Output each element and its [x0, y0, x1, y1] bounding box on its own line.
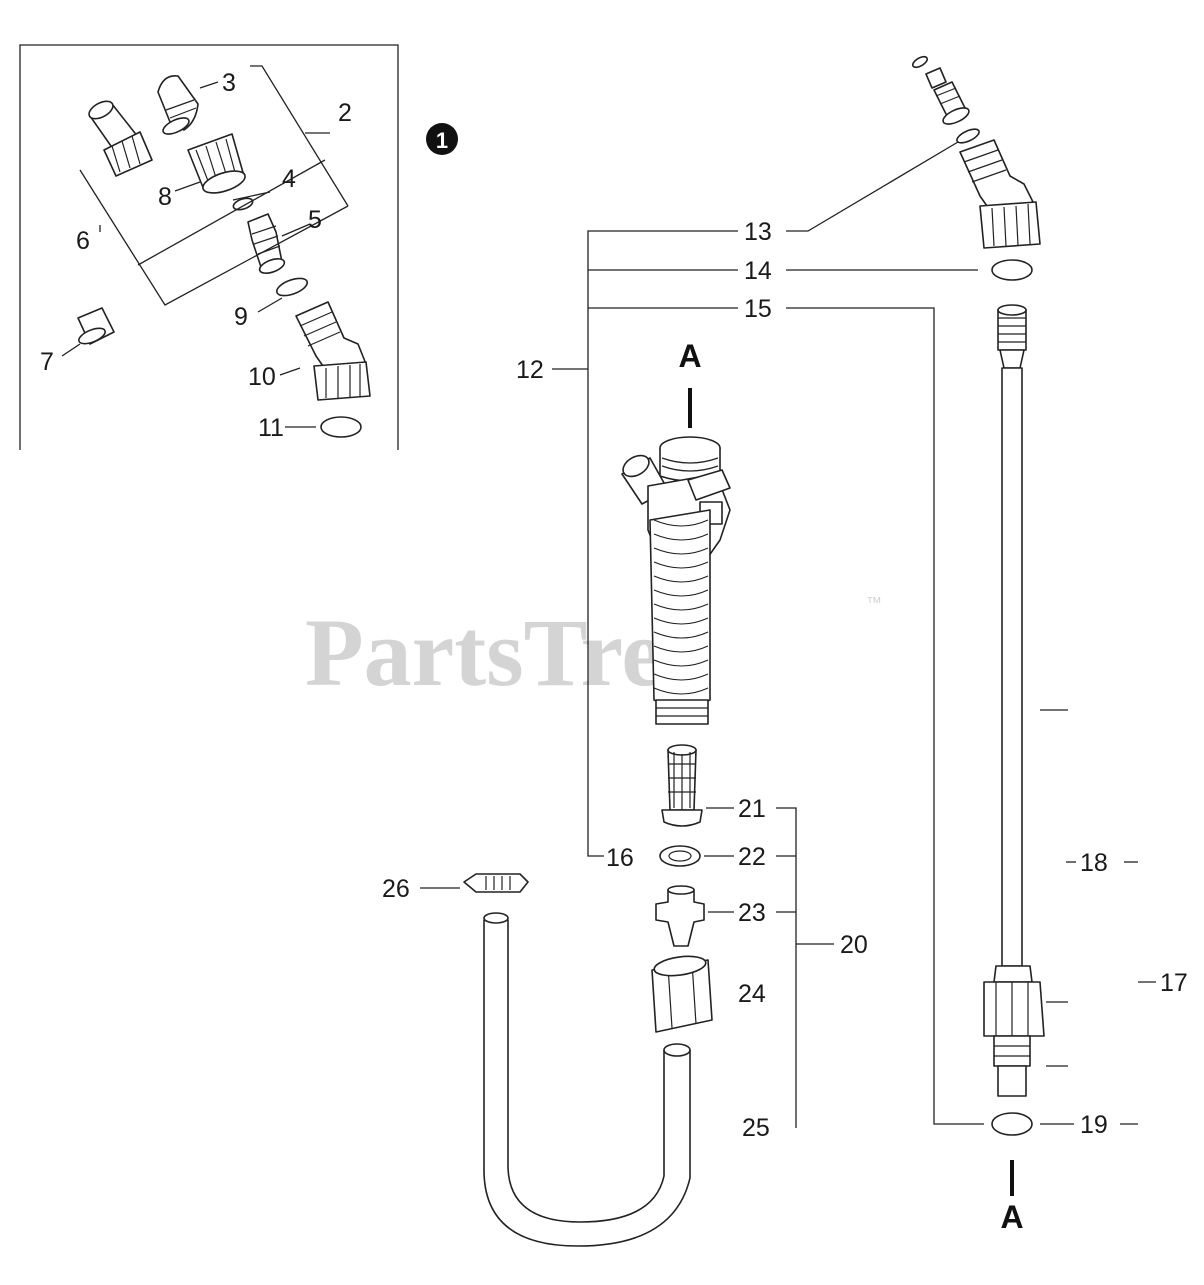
inset-leaders	[61, 65, 349, 428]
watermark-trademark: ™	[866, 595, 882, 612]
part-6-tube-nut	[88, 100, 153, 177]
label-18: 18	[1080, 849, 1108, 877]
watermark-text: PartsTree	[305, 599, 707, 706]
inset-marker-number: 1	[436, 128, 448, 153]
label-17: 17	[1160, 969, 1188, 997]
part-5-valve-insert	[247, 213, 286, 274]
part-9-washer	[275, 277, 309, 297]
watermark: PartsTree ™	[305, 595, 882, 706]
section-mark-top: A	[678, 338, 701, 374]
label-26: 26	[382, 875, 410, 903]
label-8: 8	[158, 183, 172, 211]
part-11-o-ring	[320, 416, 362, 438]
label-20: 20	[840, 931, 868, 959]
section-mark-bottom: A	[1000, 1199, 1023, 1235]
part-25-hose	[483, 912, 691, 1247]
label-10: 10	[248, 363, 276, 391]
part-14-washer	[991, 259, 1033, 281]
label-11: 11	[258, 414, 284, 442]
label-16: 16	[606, 844, 634, 872]
label-3: 3	[222, 69, 236, 97]
part-21-filter	[661, 744, 703, 827]
label-13: 13	[744, 218, 772, 246]
part-19-o-ring	[991, 1112, 1033, 1136]
part-22-washer-hole	[668, 850, 692, 862]
label-4: 4	[282, 165, 296, 193]
part-24-hex-nut	[651, 955, 713, 1033]
inset-marker: 1	[426, 123, 458, 155]
part-23-barb-fitting	[655, 885, 705, 947]
wand-top-fittings	[911, 55, 1041, 249]
main-leaders	[420, 141, 1156, 1128]
label-7: 7	[40, 348, 54, 376]
part-22-washer	[659, 845, 701, 867]
label-19: 19	[1080, 1111, 1108, 1139]
label-2: 2	[338, 99, 352, 127]
label-22: 22	[738, 843, 766, 871]
label-6: 6	[76, 227, 90, 255]
part-3-nozzle-tip	[157, 75, 199, 135]
label-23: 23	[738, 899, 766, 927]
part-17-coupling-nut	[983, 965, 1045, 1097]
part-8-cap-nut	[187, 133, 246, 194]
label-14: 14	[744, 257, 772, 285]
part-7-small-nut	[77, 307, 115, 345]
part-18-wand-tube	[997, 304, 1027, 967]
label-21: 21	[738, 795, 766, 823]
part-10-elbow-fitting	[295, 301, 371, 401]
inset-box	[19, 44, 399, 450]
label-12: 12	[516, 356, 544, 384]
label-25: 25	[742, 1114, 770, 1142]
label-9: 9	[234, 303, 248, 331]
label-24: 24	[738, 980, 766, 1008]
label-5: 5	[308, 206, 322, 234]
part-12-handle-valve	[621, 436, 731, 725]
label-15: 15	[744, 295, 772, 323]
part-4-o-ring	[232, 197, 254, 211]
part-26-hose-clamp	[463, 873, 529, 893]
